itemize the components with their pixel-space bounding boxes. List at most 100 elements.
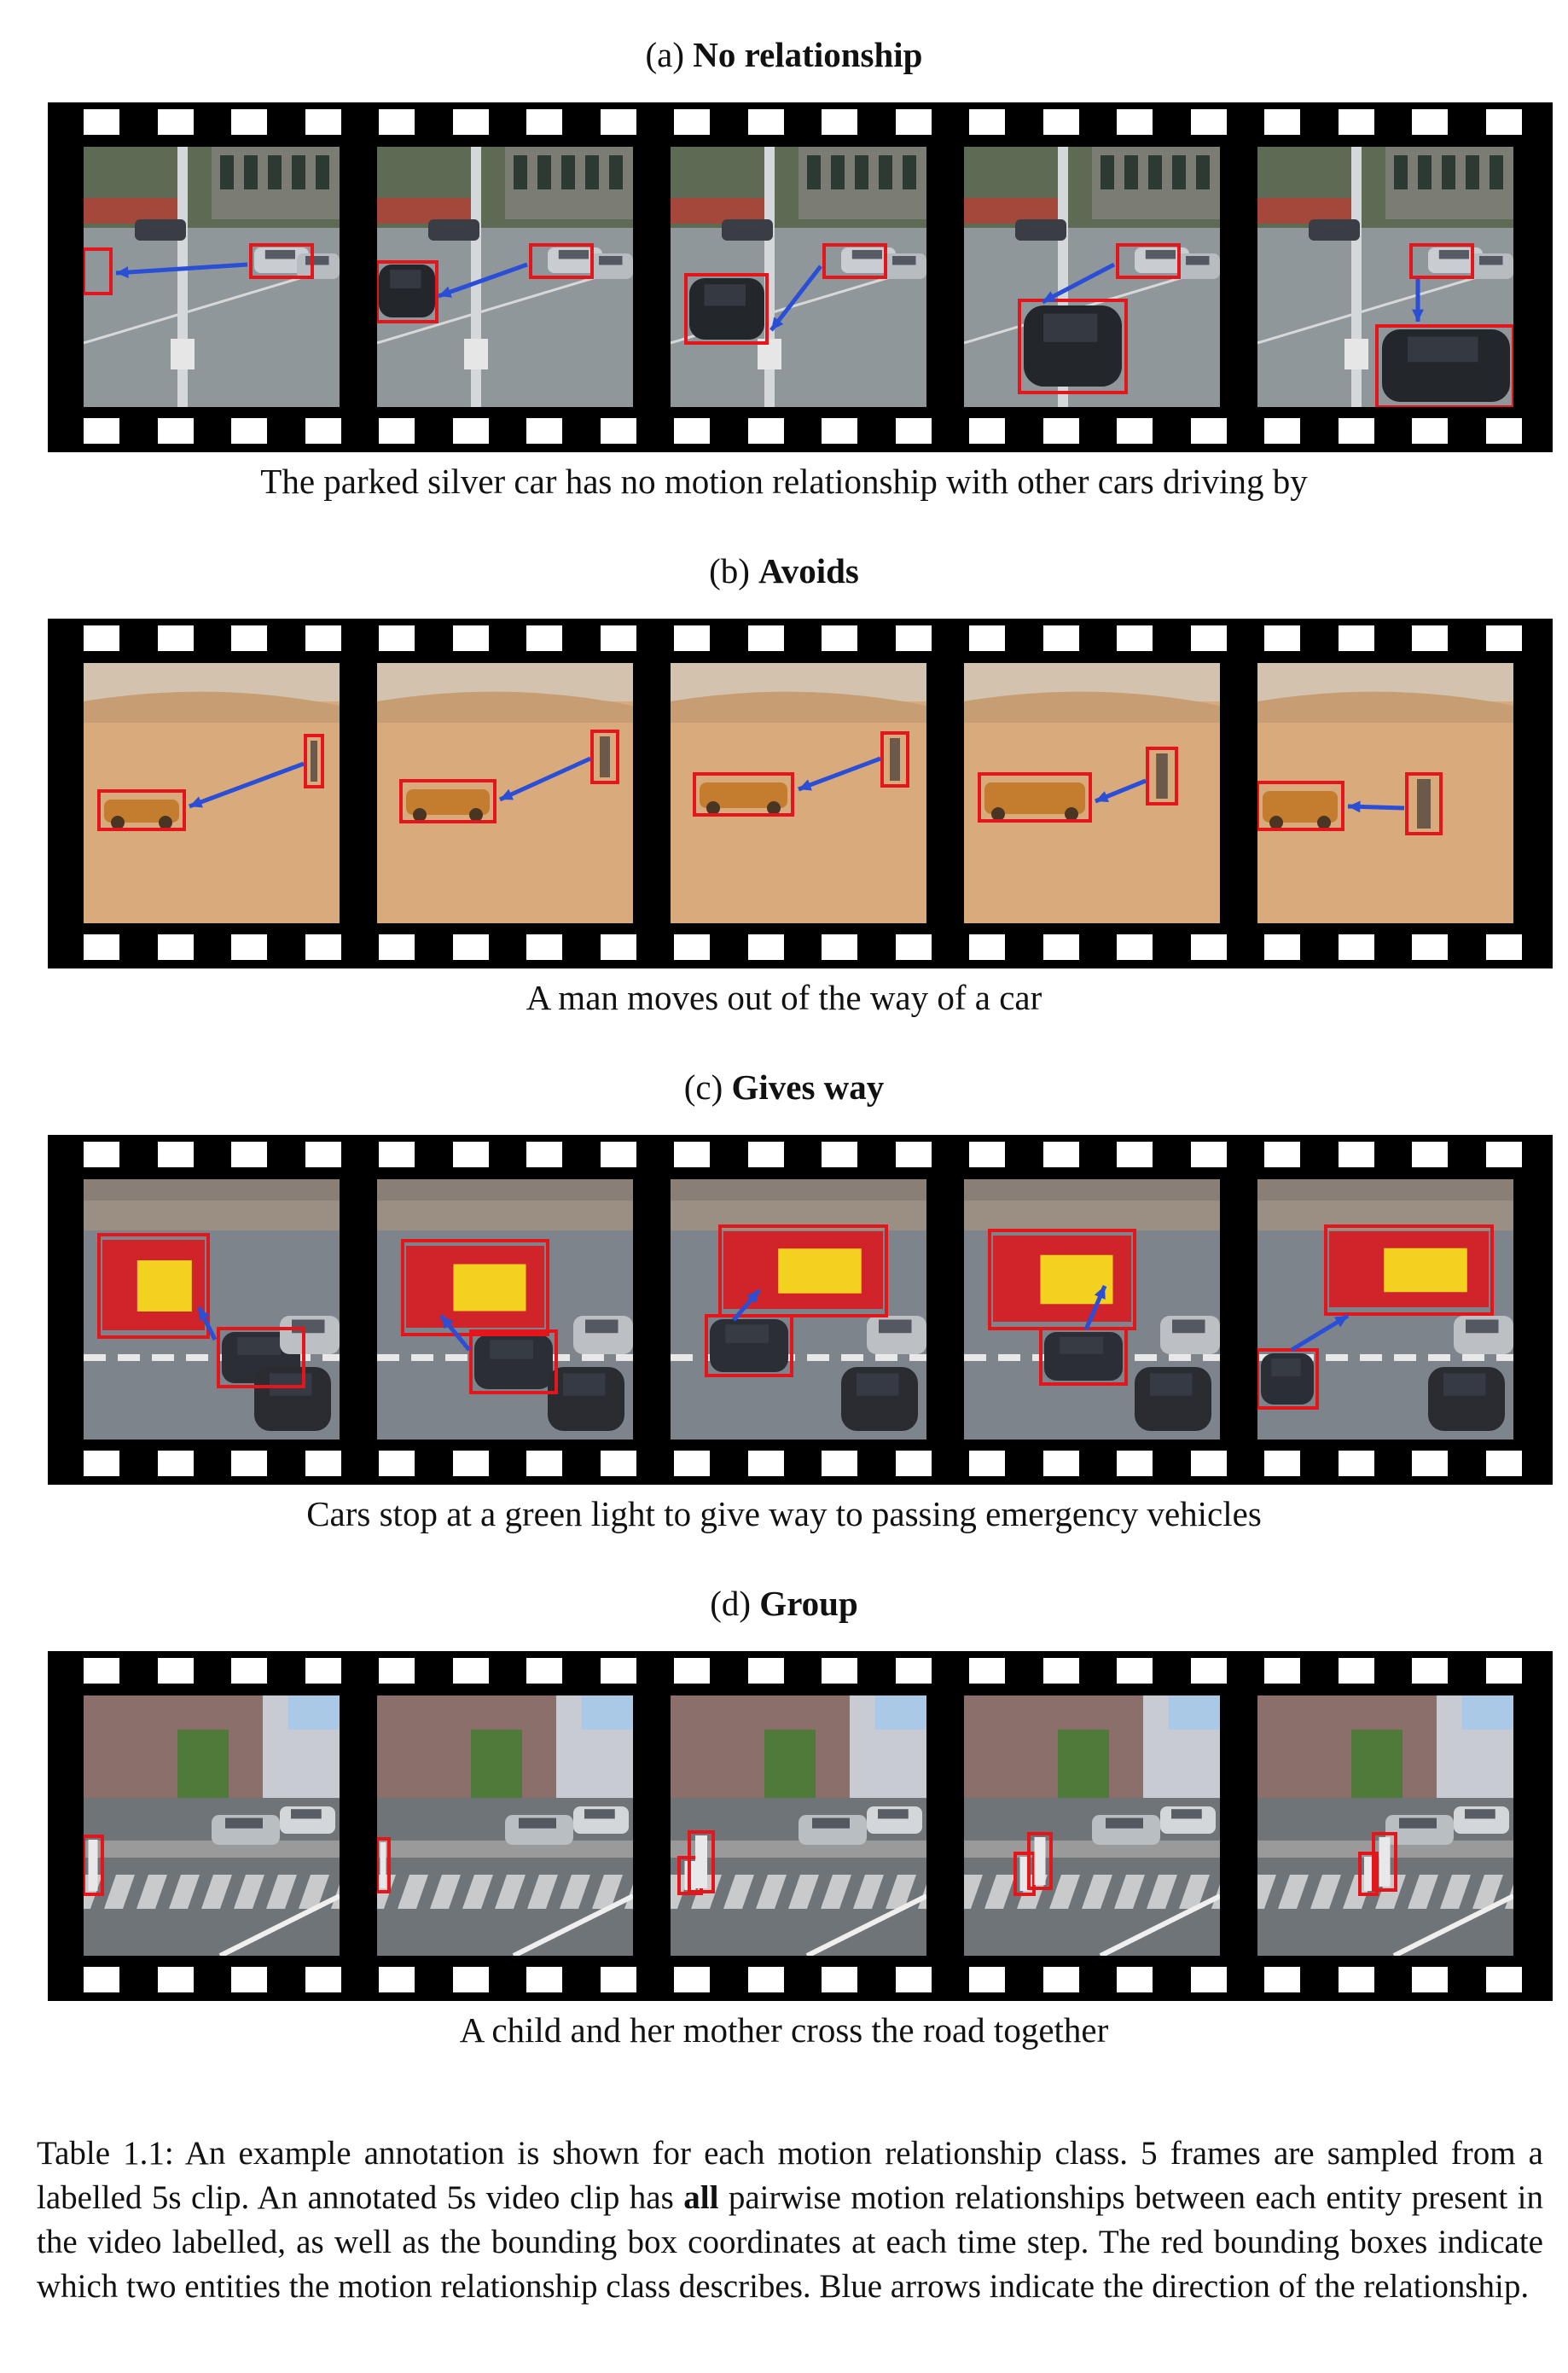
film-hole	[969, 1658, 1005, 1684]
panel-a-title: (a) No relationship	[0, 34, 1568, 75]
film-holes-bottom	[48, 934, 1553, 962]
film-hole	[1190, 625, 1227, 651]
film-hole	[969, 1451, 1005, 1476]
panel-b-title: (b) Avoids	[0, 550, 1568, 591]
film-hole	[231, 934, 267, 960]
film-hole	[1190, 1967, 1227, 1992]
film-hole	[969, 418, 1005, 444]
panel-a-label: (a)	[645, 35, 685, 74]
frame-d-2	[377, 1695, 633, 1956]
film-hole	[1117, 109, 1153, 135]
film-hole	[157, 1967, 194, 1992]
film-hole	[231, 625, 267, 651]
film-hole	[157, 109, 194, 135]
film-hole	[600, 1658, 636, 1684]
film-hole	[747, 1967, 784, 1992]
film-hole	[526, 1142, 562, 1167]
film-hole	[231, 1451, 267, 1476]
film-hole	[305, 1142, 341, 1167]
film-holes-top	[48, 625, 1553, 653]
film-hole	[1338, 934, 1374, 960]
frame-c-3	[671, 1179, 926, 1440]
film-hole	[674, 1658, 710, 1684]
film-hole	[1485, 1451, 1522, 1476]
film-hole	[84, 1142, 119, 1167]
film-hole	[1485, 1658, 1522, 1684]
film-hole	[452, 934, 489, 960]
film-hole	[1117, 625, 1153, 651]
table-caption: Table 1.1: An example annotation is show…	[37, 2132, 1543, 2309]
film-hole	[157, 1658, 194, 1684]
film-hole	[822, 1967, 857, 1992]
frame-c-2	[377, 1179, 633, 1440]
film-hole	[305, 109, 341, 135]
film-holes-bottom	[48, 1451, 1553, 1478]
film-hole	[822, 1142, 857, 1167]
film-hole	[1485, 109, 1522, 135]
panel-d-caption: A child and her mother cross the road to…	[459, 2010, 1109, 2050]
panel-d-label: (d)	[710, 1584, 752, 1623]
film-hole	[526, 1451, 562, 1476]
film-hole	[822, 418, 857, 444]
film-hole	[526, 1967, 562, 1992]
film-hole	[1338, 1967, 1374, 1992]
film-hole	[452, 109, 489, 135]
film-hole	[1042, 418, 1079, 444]
film-hole	[895, 625, 932, 651]
film-hole	[747, 1451, 784, 1476]
film-hole	[1117, 1451, 1153, 1476]
table-caption-prefix: Table 1.1: An example annotation is show…	[37, 2135, 1543, 2216]
film-hole	[379, 1142, 415, 1167]
film-holes-top	[48, 1658, 1553, 1685]
film-hole	[747, 109, 784, 135]
film-hole	[1264, 1142, 1300, 1167]
frame-b-4	[964, 663, 1220, 923]
film-hole	[969, 1967, 1005, 1992]
frame-b-1	[84, 663, 340, 923]
film-hole	[747, 418, 784, 444]
filmstrip-c	[48, 1135, 1553, 1485]
panel-d-name: Group	[759, 1584, 858, 1623]
film-hole	[1338, 1658, 1374, 1684]
film-hole	[1412, 934, 1448, 960]
film-hole	[1485, 1967, 1522, 1992]
film-holes-bottom	[48, 418, 1553, 445]
table-caption-suffix: pairwise motion relationships between ea…	[37, 2179, 1544, 2305]
frame-b-5	[1257, 663, 1513, 923]
frame-a-5	[1257, 147, 1513, 407]
film-hole	[822, 109, 857, 135]
film-hole	[157, 1451, 194, 1476]
film-hole	[1485, 1142, 1522, 1167]
film-hole	[305, 625, 341, 651]
film-hole	[1042, 109, 1079, 135]
film-hole	[1412, 418, 1448, 444]
film-hole	[84, 625, 119, 651]
film-hole	[822, 934, 857, 960]
film-hole	[1264, 625, 1300, 651]
film-hole	[895, 1658, 932, 1684]
film-hole	[895, 109, 932, 135]
frame-a-1	[84, 147, 340, 407]
film-hole	[1412, 1967, 1448, 1992]
panel-b-caption: A man moves out of the way of a car	[526, 978, 1042, 1017]
frame-a-4	[964, 147, 1220, 407]
film-hole	[1338, 418, 1374, 444]
film-hole	[895, 1142, 932, 1167]
film-hole	[1412, 1451, 1448, 1476]
frame-c-1	[84, 1179, 340, 1440]
film-hole	[600, 418, 636, 444]
film-hole	[1338, 1142, 1374, 1167]
film-hole	[747, 1142, 784, 1167]
frame-c-4	[964, 1179, 1220, 1440]
film-hole	[84, 934, 119, 960]
film-hole	[452, 1451, 489, 1476]
film-hole	[157, 625, 194, 651]
film-hole	[674, 934, 710, 960]
film-hole	[84, 1658, 119, 1684]
film-hole	[526, 109, 562, 135]
film-hole	[895, 1967, 932, 1992]
film-hole	[1264, 1967, 1300, 1992]
film-hole	[895, 934, 932, 960]
film-hole	[526, 625, 562, 651]
film-hole	[452, 1142, 489, 1167]
